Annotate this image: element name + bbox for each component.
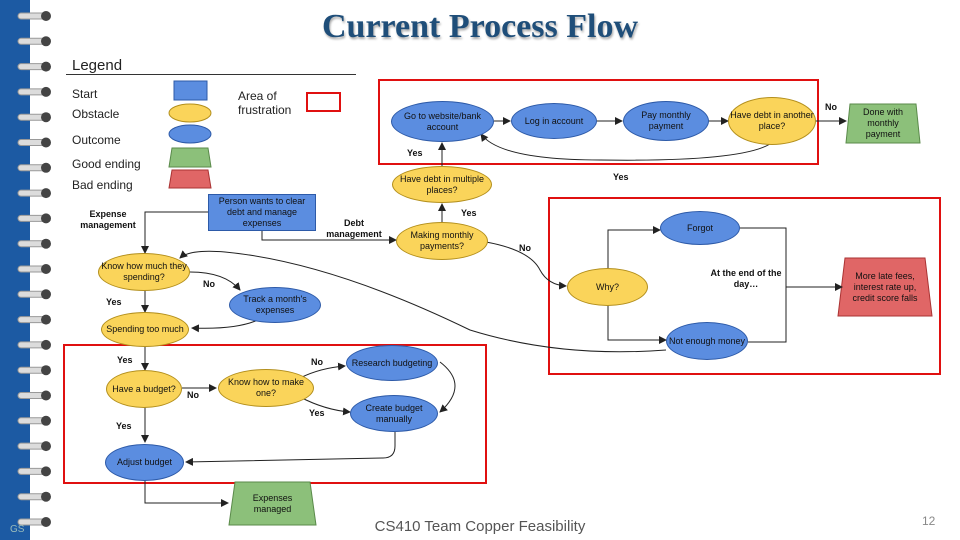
- label-no-done: No: [825, 102, 837, 112]
- label-no-track: No: [203, 279, 215, 289]
- ring-hole: [41, 112, 51, 123]
- ring-hole: [41, 415, 51, 426]
- edge-know-track: [189, 271, 241, 291]
- edge-forgot-bracket: [740, 227, 787, 343]
- edge-adjust-managed: [144, 480, 229, 507]
- edge-start-debt: [261, 230, 397, 244]
- expenses-managed-shape: [228, 481, 317, 526]
- label-end-of-day: At the end of the day…: [710, 268, 782, 289]
- label-no-research: No: [311, 357, 323, 367]
- ring-hole: [41, 36, 51, 47]
- late-fees-shape: [837, 257, 933, 317]
- edge-knowmake-create: [299, 396, 351, 416]
- node-track-expenses: Track a month's expenses: [229, 287, 321, 323]
- legend-obstacle-shape: [168, 103, 212, 123]
- node-forgot: Forgot: [660, 211, 740, 245]
- node-create-budget: Create budget manually: [350, 395, 438, 432]
- edge-why-forgot: [607, 226, 661, 268]
- edge-research-create: [439, 361, 456, 413]
- ring-hole: [41, 213, 51, 224]
- label-yes-budget: Yes: [117, 355, 133, 365]
- node-done-payment: Done with monthly payment: [862, 107, 904, 139]
- legend-obstacle-label: Obstacle: [72, 107, 120, 121]
- label-yes-spending: Yes: [106, 297, 122, 307]
- ring-hole: [41, 188, 51, 199]
- edge-why-notenough: [607, 305, 667, 344]
- label-no-knowmake: No: [187, 390, 199, 400]
- frustration-area-why: [548, 197, 941, 375]
- ring-hole: [41, 137, 51, 148]
- node-late-fees: More late fees, interest rate up, credit…: [852, 270, 918, 303]
- ring-hole: [41, 86, 51, 97]
- ring-hole: [41, 61, 51, 72]
- node-debt-another: Have debt in another place?: [728, 97, 816, 145]
- done-payment-shape: [845, 103, 921, 144]
- watermark: GS: [10, 524, 25, 535]
- ring-hole: [41, 365, 51, 376]
- legend-bad-ending-shape: [168, 169, 212, 189]
- node-know-make: Know how to make one?: [218, 369, 314, 407]
- ring-hole: [41, 441, 51, 452]
- node-have-budget: Have a budget?: [106, 370, 182, 408]
- label-yes-payments: Yes: [461, 208, 477, 218]
- legend-outcome-shape: [168, 124, 212, 144]
- notebook-rings: [17, 11, 51, 527]
- edge-another-website: [480, 133, 771, 161]
- node-go-website: Go to website/bank account: [391, 101, 494, 142]
- node-research-budgeting: Research budgeting: [346, 345, 438, 381]
- label-debt-management: Debt management: [326, 218, 382, 239]
- label-yes-multiple: Yes: [407, 148, 423, 158]
- node-know-spending: Know how much they spending?: [98, 253, 190, 291]
- ring-hole: [41, 314, 51, 325]
- ring-hole: [41, 289, 51, 300]
- legend-outcome-label: Outcome: [72, 133, 121, 147]
- label-yes-adjust: Yes: [116, 421, 132, 431]
- legend-frustration-label: Area of frustration: [238, 89, 292, 117]
- legend-bad-ending-label: Bad ending: [72, 178, 133, 192]
- edge-create-adjust: [185, 432, 396, 466]
- ring-hole: [41, 339, 51, 350]
- legend-start-label: Start: [72, 87, 98, 101]
- node-expenses-managed: Expenses managed: [252, 492, 293, 514]
- legend-frustration-shape: [306, 92, 341, 112]
- label-yes-loop: Yes: [613, 172, 629, 182]
- frustration-area-payment: [378, 79, 819, 165]
- node-log-in: Log in account: [511, 103, 597, 139]
- node-spending-too-much: Spending too much: [101, 312, 189, 347]
- edge-notenough-knowspending: [179, 250, 667, 353]
- ring-hole: [41, 466, 51, 477]
- label-expense-management: Expense management: [80, 209, 136, 230]
- page-title: Current Process Flow: [321, 8, 638, 45]
- legend-heading: Legend: [72, 57, 123, 74]
- legend-good-ending-label: Good ending: [72, 157, 141, 171]
- ring-hole: [41, 390, 51, 401]
- ring-hole: [41, 517, 51, 527]
- node-why: Why?: [567, 268, 648, 306]
- node-not-enough: Not enough money: [666, 322, 748, 360]
- edge-start-expense: [141, 211, 208, 254]
- ring-hole: [41, 11, 51, 21]
- label-yes-create: Yes: [309, 408, 325, 418]
- node-making-payments: Making monthly payments?: [396, 222, 488, 260]
- node-debt-multiple: Have debt in multiple places?: [392, 166, 492, 203]
- page-number: 12: [922, 514, 936, 528]
- node-pay-monthly: Pay monthly payment: [623, 101, 709, 141]
- edge-payments-why: [485, 241, 567, 290]
- legend-divider: [66, 74, 356, 75]
- ring-hole: [41, 491, 51, 502]
- ring-hole: [41, 238, 51, 249]
- legend-good-ending-shape: [168, 147, 212, 168]
- node-start: Person wants to clear debt and manage ex…: [208, 194, 316, 231]
- ring-hole: [41, 264, 51, 274]
- legend-start-shape: [173, 80, 208, 101]
- footer-text: CS410 Team Copper Feasibility: [374, 518, 586, 535]
- label-no-why: No: [519, 243, 531, 253]
- node-adjust-budget: Adjust budget: [105, 444, 184, 481]
- ring-hole: [41, 162, 51, 173]
